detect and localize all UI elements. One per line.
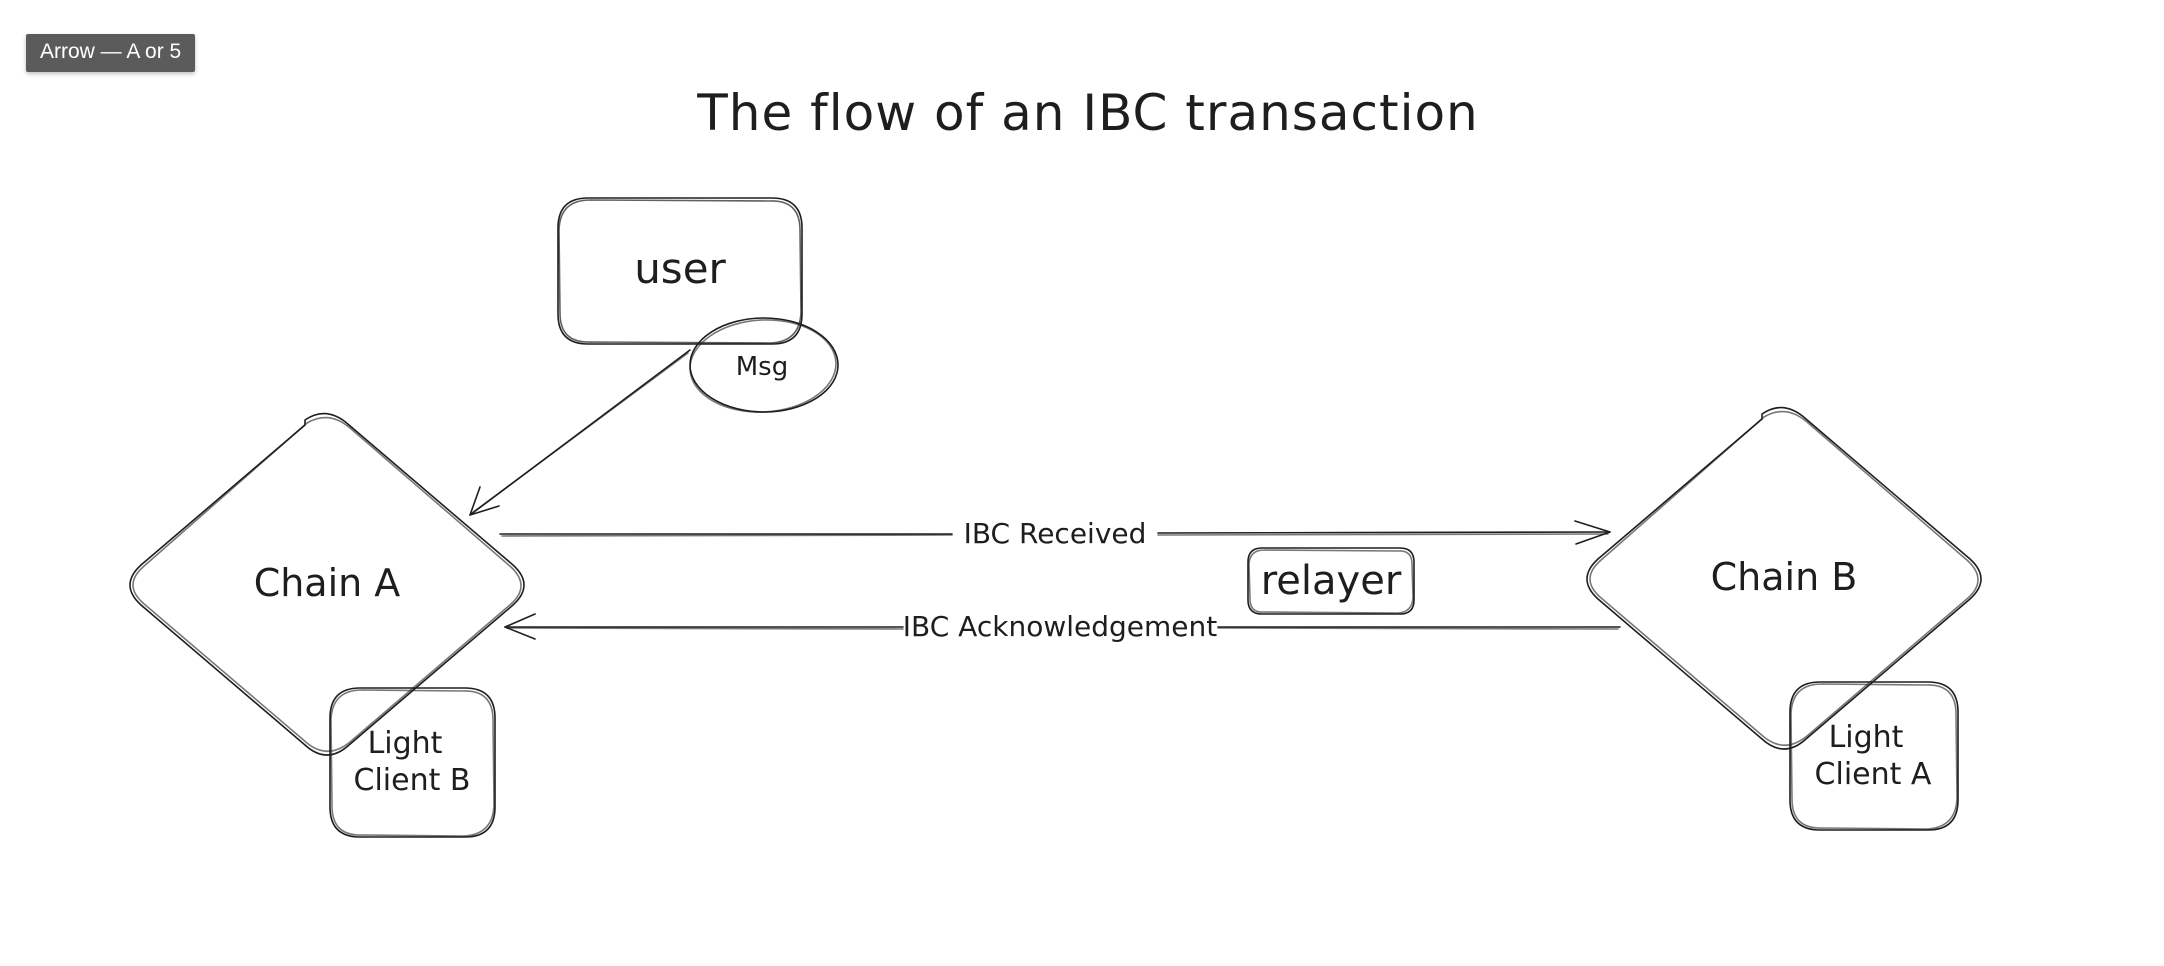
msg-label: Msg [736, 352, 788, 382]
ibc-received-arrow[interactable]: IBC Received [499, 517, 1611, 550]
light-client-a-node[interactable]: Light Client A [1789, 681, 1959, 831]
diagram-title: The flow of an IBC transaction [696, 84, 1479, 142]
chain-a-label: Chain A [254, 561, 401, 605]
light-client-a-label-line2: Client A [1815, 757, 1932, 792]
msg-to-chain-a-arrow[interactable] [469, 349, 691, 516]
relayer-node[interactable]: relayer [1247, 547, 1415, 615]
chain-a-node[interactable]: Chain A [129, 412, 525, 756]
light-client-b-label-line1: Light [368, 726, 443, 761]
ibc-received-label: IBC Received [964, 517, 1147, 550]
user-node[interactable]: user [557, 197, 803, 345]
light-client-a-label-line1: Light [1829, 720, 1904, 755]
relayer-label: relayer [1261, 558, 1402, 604]
ibc-acknowledgement-label: IBC Acknowledgement [903, 610, 1218, 643]
light-client-b-node[interactable]: Light Client B [329, 687, 496, 838]
chain-b-label: Chain B [1711, 555, 1858, 599]
user-label: user [634, 244, 726, 293]
msg-node[interactable]: Msg [688, 316, 839, 416]
chain-b-node[interactable]: Chain B [1586, 406, 1982, 750]
light-client-b-label-line2: Client B [354, 763, 471, 798]
ibc-acknowledgement-arrow[interactable]: IBC Acknowledgement [504, 610, 1621, 643]
tool-tooltip: Arrow — A or 5 [26, 34, 196, 72]
